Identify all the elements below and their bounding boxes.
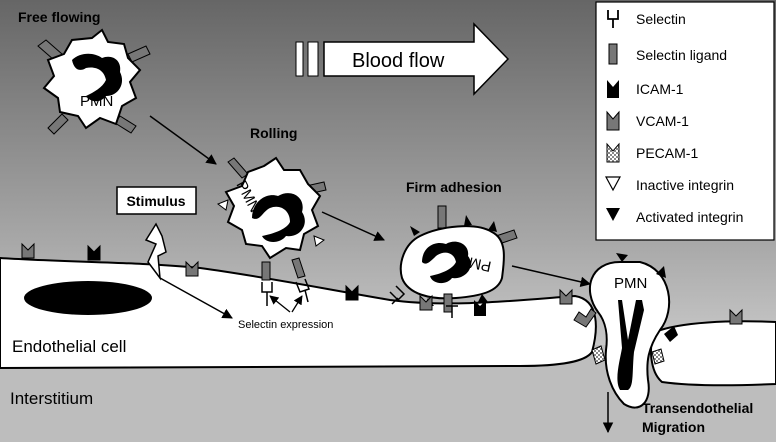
endothelial-cell-left [0,256,597,370]
inactive-integrin-roll-1 [216,199,229,211]
activated-integrin-fa-5 [478,294,488,302]
selectin-roll-2 [295,278,310,303]
surface-markers [21,242,743,325]
inactive-integrin-roll-2 [313,235,326,247]
stimulus-box [116,186,197,215]
icam1-junction [664,326,678,342]
arrow-free-to-rolling [149,115,217,165]
selectin-ligand-icon [608,43,618,65]
blood-flow-bar-2 [307,41,319,77]
selectin-ligand-roll-4 [291,257,306,279]
pmn-fa-nucleus [422,241,471,284]
pmn-rolling: PMN [216,156,327,306]
stage-transmigration-1: Transendothelial [642,400,753,416]
selectin-icon [607,10,619,28]
selectin-roll-1 [261,282,273,306]
activated-integrin-fa-3 [488,221,497,232]
stage-free-flowing: Free flowing [18,9,100,25]
stimulus-label: Stimulus [126,193,185,209]
stage-transmigration-2: Migration [642,419,705,435]
icam1-fa [474,300,486,316]
icam1-icon [607,80,619,98]
vcam1-icon [606,110,620,131]
legend-label-pecam1: PECAM-1 [636,145,698,161]
selectin-fa-2 [446,305,458,318]
selectin-fa [389,285,406,305]
legend-label-activated-integrin: Activated integrin [636,209,743,225]
transmigrating-pmn-nucleus [617,300,644,390]
vcam1-junction [573,308,597,328]
selectin-ligand-fa-3 [443,293,453,313]
pmn-fa-label: PMN [457,251,493,275]
pmn-ff-nucleus [72,53,123,102]
icam1-surface-icon-2 [345,284,359,301]
vcam1-surface-icon-2 [185,260,199,277]
vcam1-surface-icon [21,242,35,259]
pmn-ff-label: PMN [80,93,113,110]
icam1-surface-icon [87,244,101,261]
legend-label-inactive-integrin: Inactive integrin [636,177,734,193]
arrow-adhesion-to-migration [511,265,592,287]
stage-firm-adhesion: Firm adhesion [406,179,502,195]
inactive-integrin-icon [604,176,622,192]
legend-label-selectin: Selectin [636,11,686,27]
pmn-roll-nucleus [252,193,305,242]
pmn-free-flowing: PMN [37,28,151,135]
vcam1-surface-icon-3 [559,288,573,305]
pmn-ff-body [42,28,142,130]
endothelial-cell-label: Endothelial cell [12,337,126,356]
stimulus-to-expression-arrow [159,277,233,319]
selectin-ligand-roll-3 [261,261,271,281]
pmn-tm-label: PMN [614,275,647,292]
legend: Selectin Selectin ligand ICAM-1 VCAM-1 P… [595,1,775,241]
vcam1-fa [419,294,433,311]
selectin-ligand-fa-1 [437,205,447,229]
activated-integrin-fa-1 [410,226,420,236]
legend-label-vcam1: VCAM-1 [636,113,689,129]
arrow-rolling-to-adhesion [321,211,385,241]
vcam1-surface-icon-4 [729,308,743,325]
activated-integrin-tm-2 [656,266,666,278]
legend-label-selectin-ligand: Selectin ligand [636,47,727,63]
legend-box [595,1,775,241]
pmn-fa-body [399,225,505,300]
expression-left-arrow [269,295,291,313]
endothelial-nucleus [24,281,152,315]
activated-integrin-icon [606,208,620,221]
pecam1-icon [606,142,620,163]
pmn-firm-adhesion: PMN [389,205,518,318]
legend-label-icam1: ICAM-1 [636,81,684,97]
endothelial-cell-right [649,320,776,387]
interstitium-label: Interstitium [10,389,93,408]
stage-rolling: Rolling [250,125,297,141]
activated-integrin-fa-2 [464,215,472,226]
selectin-expression-label: Selectin expression [238,319,333,331]
blood-flow-bar-1 [295,41,304,77]
blood-flow-label: Blood flow [352,50,445,72]
selectin-ligand-ff-3 [47,113,69,135]
pecam1-right-junction [651,348,665,365]
activated-integrin-tm-1 [616,253,628,262]
expression-right-arrow [291,295,303,313]
blood-flow-arrow: Blood flow [295,22,510,96]
pecam1-left-junction [591,345,606,365]
blood-flow-arrow-shape [323,22,510,96]
